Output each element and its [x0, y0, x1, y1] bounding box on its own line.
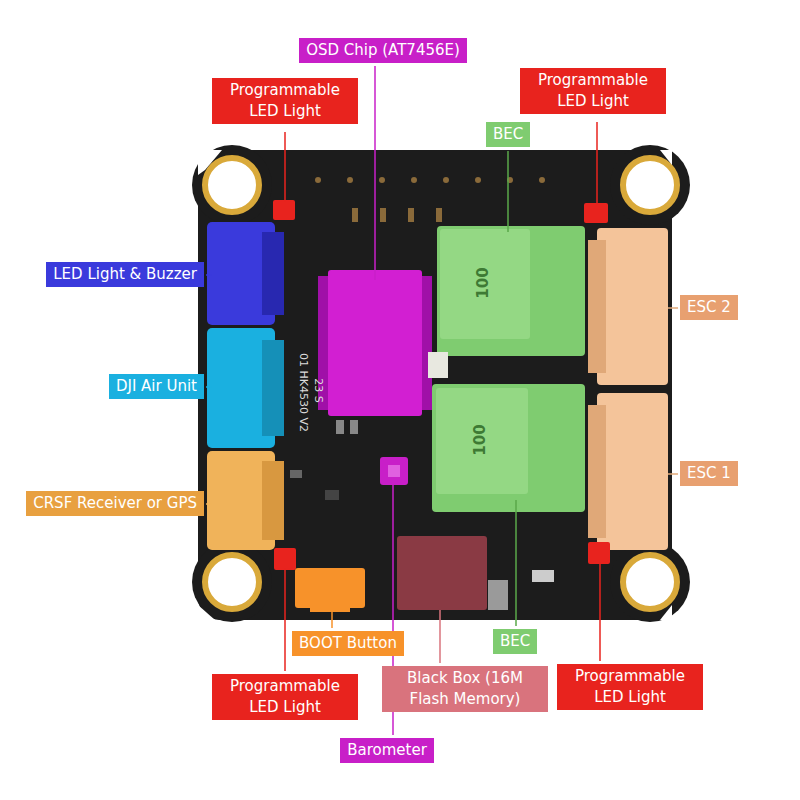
callout-label: CRSF Receiver or GPS — [26, 491, 204, 516]
callout-text: BEC — [493, 124, 523, 145]
callout-label: Barometer — [340, 738, 434, 763]
callout-label: Programmable LED Light — [520, 68, 666, 114]
callout-text: LED Light & Buzzer — [53, 264, 197, 285]
callout-label: Programmable LED Light — [557, 664, 703, 710]
inductor-marking: 100 — [471, 424, 489, 455]
callout-label: LED Light & Buzzer — [46, 262, 204, 287]
smd-components — [290, 352, 554, 612]
callout-label: BEC — [486, 122, 530, 147]
callout-label: BOOT Button — [292, 631, 404, 656]
bec-modules — [432, 226, 585, 512]
callout-label: BEC — [493, 629, 537, 654]
callout-text: Black Box (16M Flash Memory) — [389, 668, 541, 710]
solder-pads — [315, 177, 545, 222]
callout-text: CRSF Receiver or GPS — [33, 493, 197, 514]
mounting-holes — [192, 145, 690, 622]
callout-text: DJI Air Unit — [116, 376, 197, 397]
callout-label: Black Box (16M Flash Memory) — [382, 666, 548, 712]
callout-label: Programmable LED Light — [212, 78, 358, 124]
silkscreen-text: 23 S — [311, 378, 324, 402]
callout-label: ESC 2 — [680, 295, 738, 320]
led-lights — [273, 200, 610, 570]
callout-text: Programmable LED Light — [527, 70, 659, 112]
callout-text: OSD Chip (AT7456E) — [306, 40, 460, 61]
callout-text: Programmable LED Light — [219, 80, 351, 122]
jst-connectors — [207, 222, 668, 550]
callout-label: ESC 1 — [680, 461, 738, 486]
silkscreen-text: 01 HK4530 V2 — [297, 353, 310, 432]
callout-text: BEC — [500, 631, 530, 652]
callout-text: Barometer — [347, 740, 427, 761]
callout-label: Programmable LED Light — [212, 674, 358, 720]
callout-text: ESC 2 — [687, 297, 731, 318]
callout-text: Programmable LED Light — [219, 676, 351, 718]
leader-lines — [206, 66, 678, 735]
osd-chip — [318, 270, 432, 416]
callout-label: OSD Chip (AT7456E) — [299, 38, 467, 63]
inductor-marking: 100 — [474, 267, 492, 298]
pcb-board — [198, 150, 672, 620]
callout-text: ESC 1 — [687, 463, 731, 484]
callout-text: BOOT Button — [299, 633, 397, 654]
callout-text: Programmable LED Light — [564, 666, 696, 708]
callout-label: DJI Air Unit — [109, 374, 204, 399]
